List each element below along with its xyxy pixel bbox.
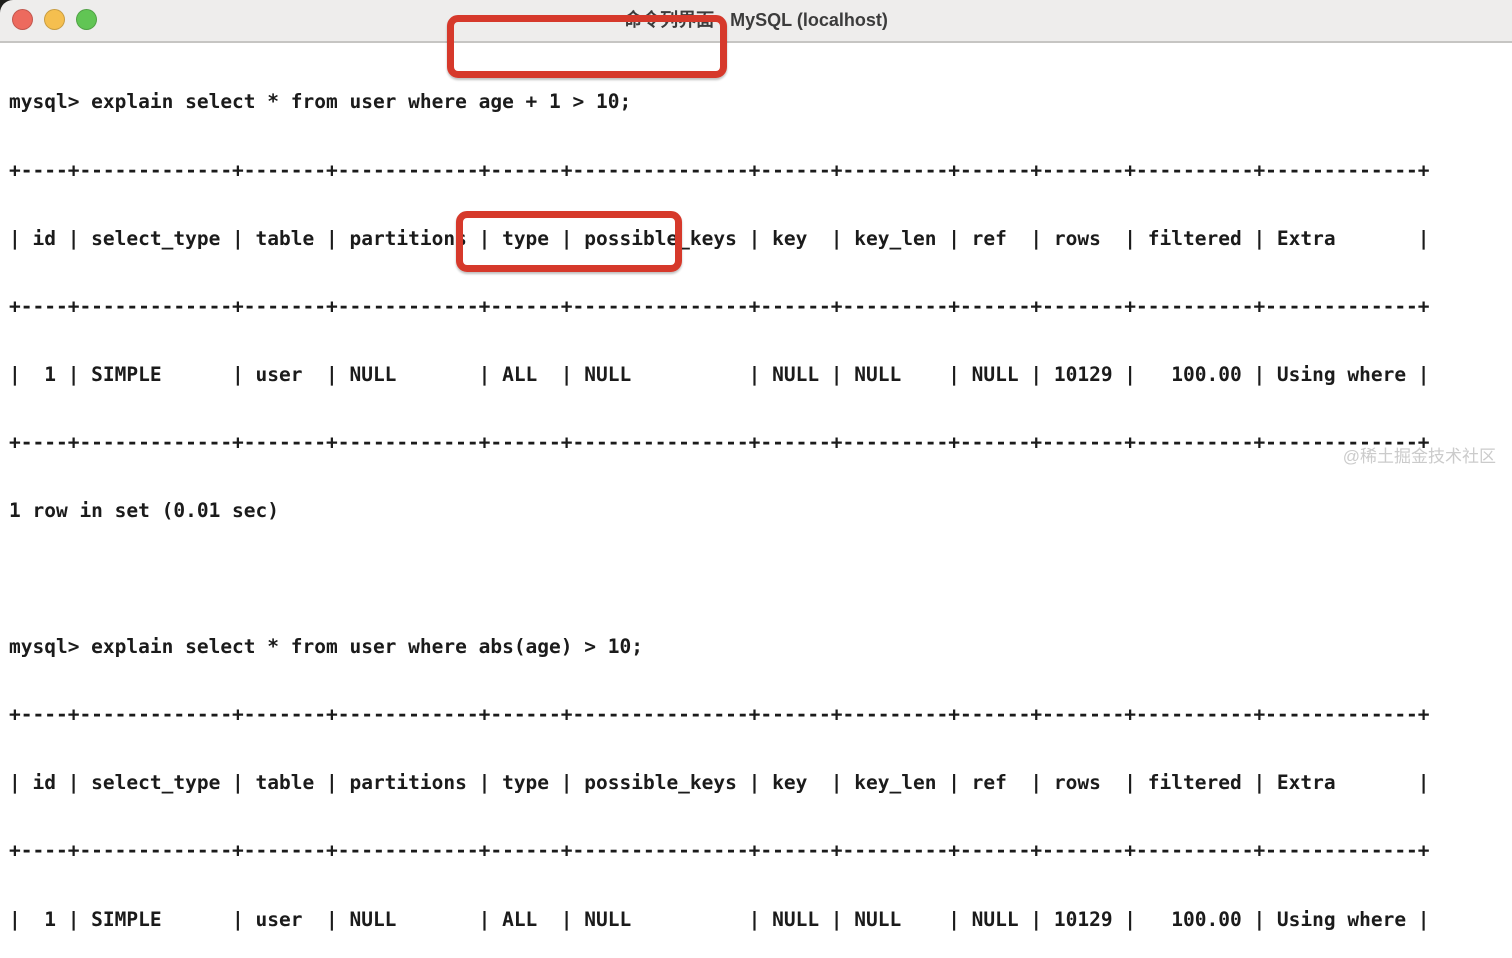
table-border: +----+-------------+-------+------------… [9,158,1430,182]
close-button[interactable] [12,9,33,30]
terminal-output[interactable]: mysql> explain select * from user where … [0,43,1512,931]
zoom-button[interactable] [76,9,97,30]
table-border: +----+-------------+-------+------------… [9,703,1430,727]
table-data-row: | 1 | SIMPLE | user | NULL | ALL | NULL … [9,907,1430,931]
table-header-row: | id | select_type | table | partitions … [9,771,1430,795]
table-data-row: | 1 | SIMPLE | user | NULL | ALL | NULL … [9,362,1430,386]
blank-line [9,568,1512,591]
command-line: mysql> explain select * from user where … [9,90,632,114]
minimize-button[interactable] [44,9,65,30]
traffic-lights [12,9,97,30]
table-border: +----+-------------+-------+------------… [9,430,1430,454]
table-border: +----+-------------+-------+------------… [9,839,1430,863]
table-header-row: | id | select_type | table | partitions … [9,226,1430,250]
window-titlebar[interactable]: 命令列界面 - MySQL (localhost) [0,0,1512,43]
table-border: +----+-------------+-------+------------… [9,294,1430,318]
window-title: 命令列界面 - MySQL (localhost) [624,10,888,30]
command-line: mysql> explain select * from user where … [9,635,643,659]
status-line: 1 row in set (0.01 sec) [9,498,280,522]
watermark: @稀土掘金技术社区 [1342,447,1496,466]
